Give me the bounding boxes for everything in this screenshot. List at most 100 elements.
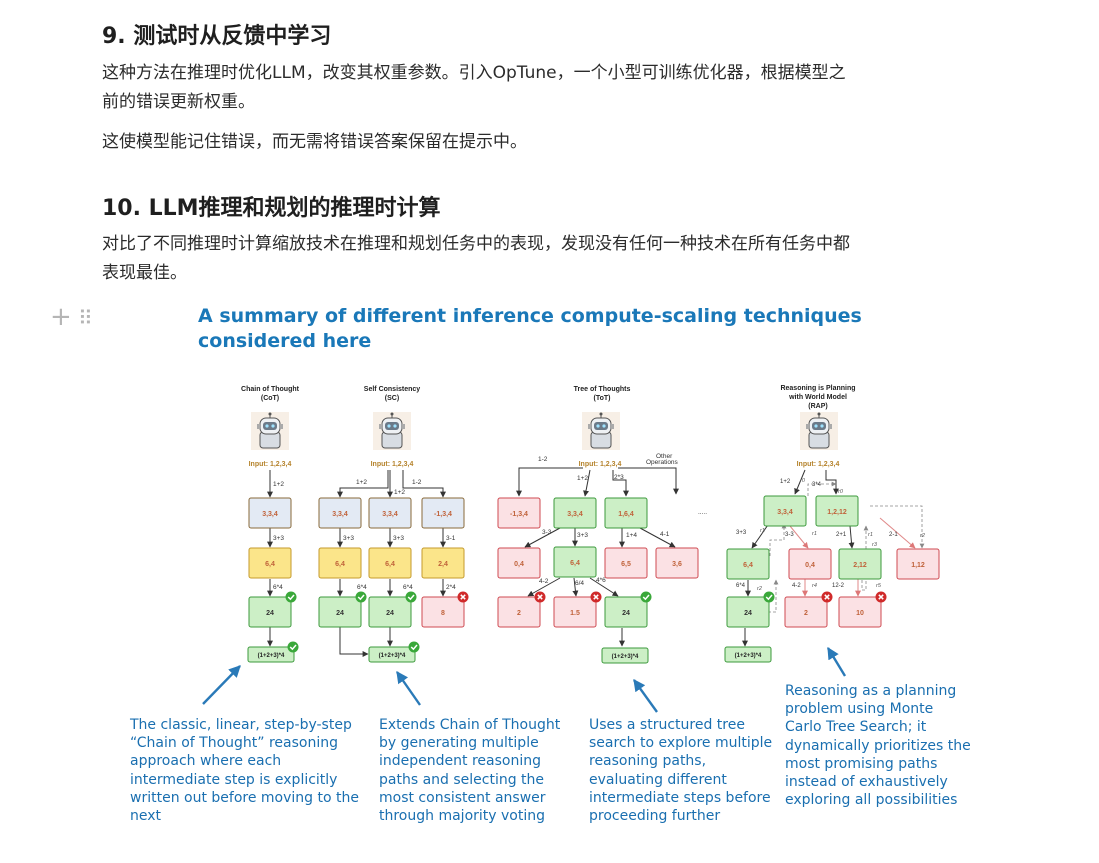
section-10-heading: 10. LLM推理和规划的推理时计算	[102, 196, 441, 221]
tot-caption-line: Uses a structured tree	[589, 717, 745, 733]
sc-node-2-3-label: 2,4	[438, 561, 448, 568]
tot-op-5: 3+3	[577, 532, 588, 539]
rap-reward-4: r1	[812, 531, 817, 537]
tot-node-3-1	[497, 596, 541, 628]
tot-op-3: 2*3	[614, 474, 624, 481]
section-9-p1-line1: 这种方法在推理时优化LLM，改变其权重参数。引入OpTune，一个小型可训练优化…	[102, 63, 846, 83]
rap-input-label: Input: 1,2,3,4	[797, 461, 840, 468]
tot-node-1-1-label: -1,3,4	[510, 511, 528, 518]
rap-title: Reasoning is Planning	[780, 385, 855, 392]
rap-node-2-4-label: 1,12	[911, 562, 925, 569]
sc-title-abbr: (SC)	[385, 395, 399, 402]
rap-reward-2: r0	[838, 489, 844, 495]
cot-op-2: 3+3	[273, 535, 284, 542]
section-9-paragraph-1: 这种方法在推理时优化LLM，改变其权重参数。引入OpTune，一个小型可训练优化…	[102, 59, 982, 117]
rap-title-2: with World Model	[788, 394, 847, 401]
sc-op-mid-2: 3+3	[393, 535, 404, 542]
sc-node-3-1	[318, 596, 362, 628]
rap-node-3-3	[838, 596, 882, 628]
tot-caption: Uses a structured tree search to explore…	[589, 716, 772, 825]
rap-caption-line: most promising paths	[785, 755, 938, 772]
rap-caption-line: Reasoning as a planning	[785, 683, 957, 699]
rap-reward-3: r1	[760, 528, 765, 534]
section-10-p1-line2: 表现最佳。	[102, 263, 187, 283]
robot-avatar-icon	[799, 411, 839, 451]
rap-node-2-3	[838, 548, 882, 580]
sc-caption-line: most consistent answer	[379, 789, 546, 806]
tot-node-2-2	[553, 546, 597, 578]
cot-op-1: 1+2	[273, 481, 284, 488]
rap-op-3: 3+3	[736, 530, 747, 536]
tot-node-3-1-label: 2	[517, 610, 521, 617]
cot-title: Chain of Thought	[241, 386, 300, 393]
check-badge-icon	[762, 590, 776, 604]
cot-caption-line: next	[130, 808, 162, 825]
tot-node-3-2	[553, 596, 597, 628]
sc-caption-line: independent reasoning	[379, 753, 541, 770]
sc-node-3-3	[421, 596, 465, 628]
cot-title-abbr: (CoT)	[261, 395, 279, 402]
cot-answer	[247, 646, 295, 663]
sc-input-label: Input: 1,2,3,4	[371, 461, 414, 468]
tot-input-label: Input: 1,2,3,4	[579, 461, 622, 468]
sc-caption-line: through majority voting	[379, 808, 545, 825]
sc-op-top-1: 1+2	[356, 479, 367, 486]
add-block-icon[interactable]: +	[50, 302, 72, 332]
sc-node-1-2	[368, 497, 412, 529]
tot-caption-line: reasoning paths,	[589, 753, 707, 770]
cross-badge-icon	[874, 590, 888, 604]
rap-node-2-2	[788, 548, 832, 580]
tot-caption-arrow	[633, 679, 658, 713]
sc-title: Self Consistency	[364, 386, 421, 393]
figure-title-line1: A summary of different inference compute…	[198, 305, 862, 327]
tot-node-2-4	[655, 547, 699, 579]
tot-node-2-3	[604, 547, 648, 579]
sc-op-mid-1: 3+3	[343, 535, 354, 542]
tot-caption-line: search to explore multiple	[589, 735, 773, 752]
rap-node-1-1	[763, 495, 807, 527]
sc-op-bot-3: 2*4	[446, 584, 456, 591]
tot-answer-label: (1+2+3)*4	[612, 654, 639, 660]
section-10-p1-line1: 对比了不同推理时计算缩放技术在推理和规划任务中的表现，发现没有任何一种技术在所有…	[102, 234, 850, 254]
rap-node-2-4	[896, 548, 940, 580]
tot-op-2: 1+2	[577, 475, 588, 482]
tot-node-1-3	[604, 497, 648, 529]
rap-node-3-1	[726, 596, 770, 628]
figure-title-line2: considered here	[198, 330, 372, 352]
tot-node-3-3	[604, 596, 648, 628]
cot-node-2-label: 6,4	[265, 561, 275, 568]
check-badge-icon	[286, 640, 300, 654]
section-9-paragraph-2: 这使模型能记住错误，而无需将错误答案保留在提示中。	[102, 132, 527, 152]
rap-node-2-1-label: 6,4	[743, 562, 753, 569]
tot-op-1: 1-2	[538, 456, 548, 463]
tot-op-6: 1+4	[626, 532, 637, 539]
drag-handle-icon[interactable]: ⠿	[78, 306, 93, 330]
rap-node-3-1-label: 24	[744, 610, 752, 617]
tot-node-2-3-label: 6,5	[621, 561, 631, 568]
rap-node-3-2	[784, 596, 828, 628]
sc-node-3-3-label: 8	[441, 610, 445, 617]
sc-node-3-1-label: 24	[336, 610, 344, 617]
cot-caption-line: intermediate step is explicitly	[130, 771, 338, 788]
sc-node-2-2-label: 6,4	[385, 561, 395, 568]
rap-reward-8: r3	[872, 542, 878, 548]
rap-op-4: 3-3	[785, 532, 794, 538]
cot-caption-line: written out before moving to the	[130, 789, 359, 806]
cross-badge-icon	[589, 590, 603, 604]
sc-op-top-3: 1-2	[412, 479, 422, 486]
rap-caption-line: dynamically prioritizes the	[785, 737, 971, 754]
section-9-p1-line2: 前的错误更新权重。	[102, 92, 255, 112]
sc-node-3-2	[368, 596, 412, 628]
sc-caption: Extends Chain of Thought by generating m…	[379, 716, 560, 825]
rap-answer-label: (1+2+3)*4	[735, 653, 762, 659]
tot-answer	[601, 647, 649, 664]
rap-reward-10: r5	[876, 583, 882, 589]
cot-input-label: Input: 1,2,3,4	[249, 461, 292, 468]
sc-caption-line: Extends Chain of Thought	[379, 717, 561, 733]
rap-caption-line: exploring all possibilities	[785, 792, 958, 809]
rap-caption-line: problem using Monte	[785, 701, 934, 718]
sc-caption-line: paths and selecting the	[379, 771, 545, 788]
rap-title-abbr: (RAP)	[808, 403, 827, 410]
rap-op-8: 4-2	[792, 583, 801, 589]
sc-node-1-3-label: -1,3,4	[434, 511, 452, 518]
